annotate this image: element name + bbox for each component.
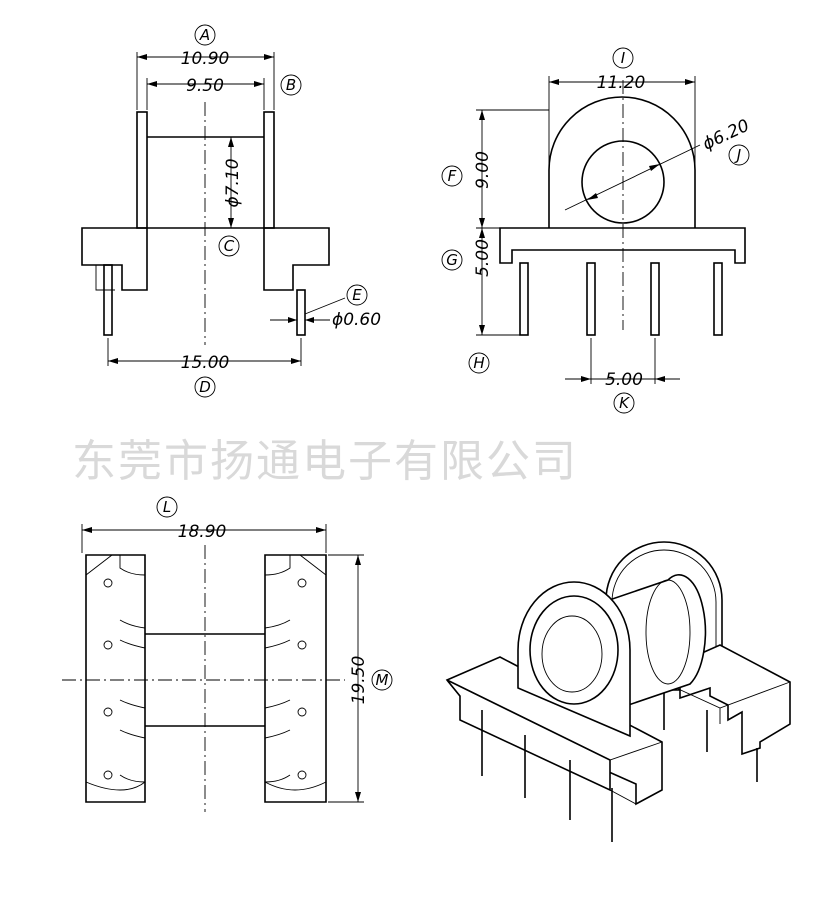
dim-c-value: ϕ7.10	[223, 158, 243, 207]
dim-i-value: 11.20	[597, 73, 646, 93]
company-watermark: 东莞市扬通电子有限公司	[72, 436, 578, 487]
label-c: C	[224, 237, 235, 255]
label-h: H	[473, 354, 484, 372]
label-m: M	[376, 671, 389, 689]
dim-a-value: 10.90	[181, 49, 230, 69]
label-d: D	[199, 378, 211, 396]
dim-f-value: 9.00	[473, 151, 493, 189]
dim-g-value: 5.00	[473, 239, 493, 277]
dim-m-value: 19.50	[349, 656, 369, 705]
dim-k-value: 5.00	[605, 370, 643, 390]
dim-e-value: ϕ0.60	[332, 310, 381, 330]
label-e: E	[352, 286, 362, 304]
dim-l-value: 18.90	[178, 522, 227, 542]
top-view	[62, 524, 364, 812]
isometric-view	[445, 541, 791, 842]
label-g: G	[446, 251, 458, 269]
dim-d-value: 15.00	[181, 353, 230, 373]
dim-j-value: ϕ6.20	[700, 116, 753, 155]
label-f: F	[448, 167, 457, 185]
label-a: A	[199, 26, 210, 44]
front-view	[81, 52, 346, 366]
label-b: B	[286, 76, 296, 94]
label-l: L	[163, 498, 171, 516]
label-j: J	[734, 146, 741, 164]
label-k: K	[619, 394, 630, 412]
label-i: I	[621, 49, 626, 67]
dim-b-value: 9.50	[186, 76, 224, 96]
side-view	[476, 76, 746, 384]
